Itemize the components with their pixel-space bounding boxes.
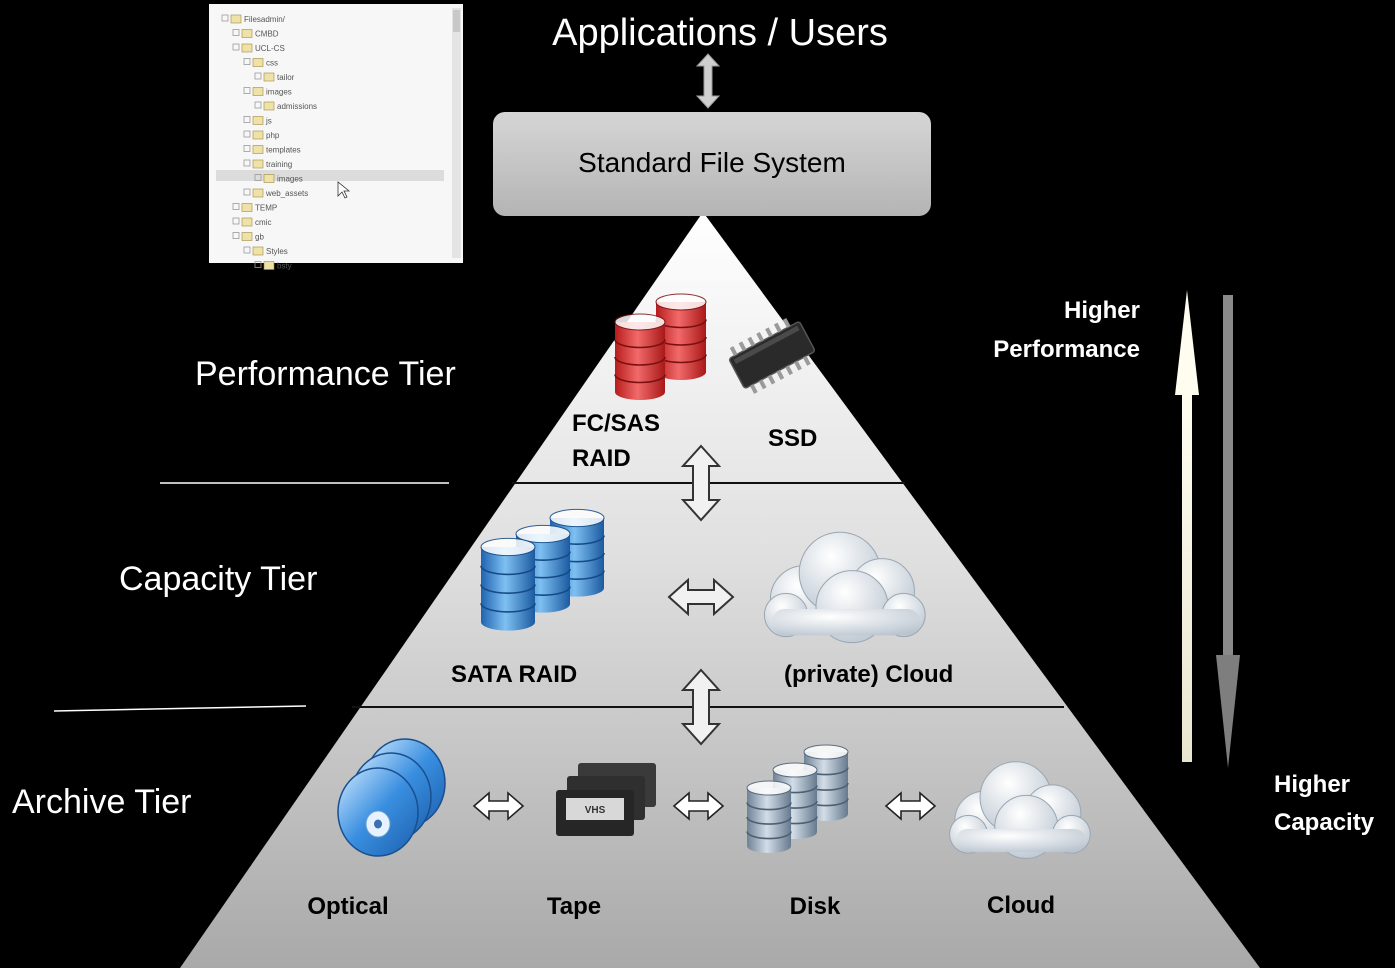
ssd-chip-icon bbox=[729, 317, 815, 394]
tree-node: js bbox=[243, 116, 272, 126]
tree-node: php bbox=[243, 130, 280, 140]
svg-text:images: images bbox=[266, 88, 292, 97]
tree-node: images bbox=[243, 87, 292, 97]
archive-arrow-1 bbox=[472, 791, 525, 821]
private-cloud-label: (private) Cloud bbox=[784, 661, 953, 688]
tree-node: Styles bbox=[243, 246, 288, 256]
higher-performance-label-line2: Performance bbox=[993, 336, 1140, 363]
fc-sas-label-line1: FC/SAS bbox=[572, 410, 660, 437]
performance-tier-label: Performance Tier bbox=[195, 355, 456, 393]
higher-capacity-arrow bbox=[1216, 295, 1240, 768]
svg-text:UCL-CS: UCL-CS bbox=[255, 44, 285, 53]
capacity-horizontal-arrow bbox=[667, 577, 735, 617]
tree-node: images bbox=[254, 174, 303, 184]
higher-performance-arrow bbox=[1175, 290, 1199, 762]
higher-capacity-label-line1: Higher bbox=[1274, 771, 1350, 798]
red-database-icon bbox=[614, 293, 707, 400]
svg-text:training: training bbox=[266, 160, 292, 169]
fc-sas-label-line2: RAID bbox=[572, 445, 631, 472]
disk-label: Disk bbox=[790, 893, 841, 920]
tape-label: Tape bbox=[547, 893, 601, 920]
cloud-icon bbox=[949, 761, 1091, 859]
cloud-icon bbox=[763, 531, 926, 644]
tree-node: web_assets bbox=[243, 188, 308, 198]
svg-text:Filesadmin/: Filesadmin/ bbox=[244, 15, 286, 24]
file-system-label: Standard File System bbox=[578, 147, 846, 178]
optical-label: Optical bbox=[307, 893, 388, 920]
file-system-box bbox=[493, 112, 931, 216]
archive-tier-label: Archive Tier bbox=[12, 783, 192, 821]
tree-node: gb bbox=[232, 232, 264, 242]
svg-text:admissions: admissions bbox=[277, 102, 317, 111]
tree-node: tailor bbox=[254, 72, 295, 82]
ssd-label: SSD bbox=[768, 425, 817, 452]
archive-arrow-2 bbox=[672, 791, 725, 821]
sata-raid-label: SATA RAID bbox=[451, 661, 577, 688]
higher-performance-label-line1: Higher bbox=[1064, 297, 1140, 324]
svg-text:web_assets: web_assets bbox=[265, 189, 308, 198]
tree-node: TEMP bbox=[232, 203, 277, 213]
tree-node: training bbox=[243, 159, 292, 169]
svg-text:images: images bbox=[277, 175, 303, 184]
svg-text:CMBD: CMBD bbox=[255, 30, 279, 39]
svg-text:Styles: Styles bbox=[266, 247, 288, 256]
tree-node: admissions bbox=[254, 101, 317, 111]
svg-text:css: css bbox=[266, 59, 278, 68]
tree-node: UCL-CS bbox=[232, 43, 285, 53]
svg-text:TEMP: TEMP bbox=[255, 204, 277, 213]
blue-database-icon bbox=[480, 508, 605, 631]
capacity-tier-label: Capacity Tier bbox=[119, 560, 317, 598]
svg-text:gb: gb bbox=[255, 233, 264, 242]
svg-text:js: js bbox=[265, 117, 272, 126]
svg-text:bsty: bsty bbox=[277, 262, 292, 271]
tree-node: templates bbox=[243, 145, 301, 155]
tree-node: css bbox=[243, 58, 278, 68]
svg-text:templates: templates bbox=[266, 146, 301, 155]
higher-capacity-label-line2: Capacity bbox=[1274, 809, 1375, 836]
svg-text:VHS: VHS bbox=[585, 805, 606, 816]
file-tree-panel: Filesadmin/CMBD UCL-CS css tailor images admi… bbox=[209, 4, 463, 271]
performance-capacity-arrow bbox=[680, 444, 722, 522]
applications-users-title: Applications / Users bbox=[552, 12, 888, 54]
cloud-label: Cloud bbox=[987, 892, 1055, 919]
svg-text:tailor: tailor bbox=[277, 73, 295, 82]
tree-node: bsty bbox=[254, 261, 292, 271]
mouse-cursor-icon bbox=[337, 181, 351, 199]
tree-node: cmic bbox=[232, 217, 271, 227]
grey-database-icon bbox=[746, 744, 849, 854]
tape-cassette-icon: VHS bbox=[556, 763, 656, 836]
capacity-archive-arrow bbox=[680, 668, 722, 746]
svg-text:php: php bbox=[266, 131, 280, 140]
optical-disc-icon bbox=[337, 738, 446, 857]
tree-node: CMBD bbox=[232, 29, 279, 39]
left-divider-2 bbox=[53, 705, 307, 712]
archive-arrow-3 bbox=[884, 791, 937, 821]
tree-node: Filesadmin/ bbox=[221, 14, 286, 24]
svg-text:cmic: cmic bbox=[255, 218, 271, 227]
title-double-arrow bbox=[695, 53, 721, 109]
